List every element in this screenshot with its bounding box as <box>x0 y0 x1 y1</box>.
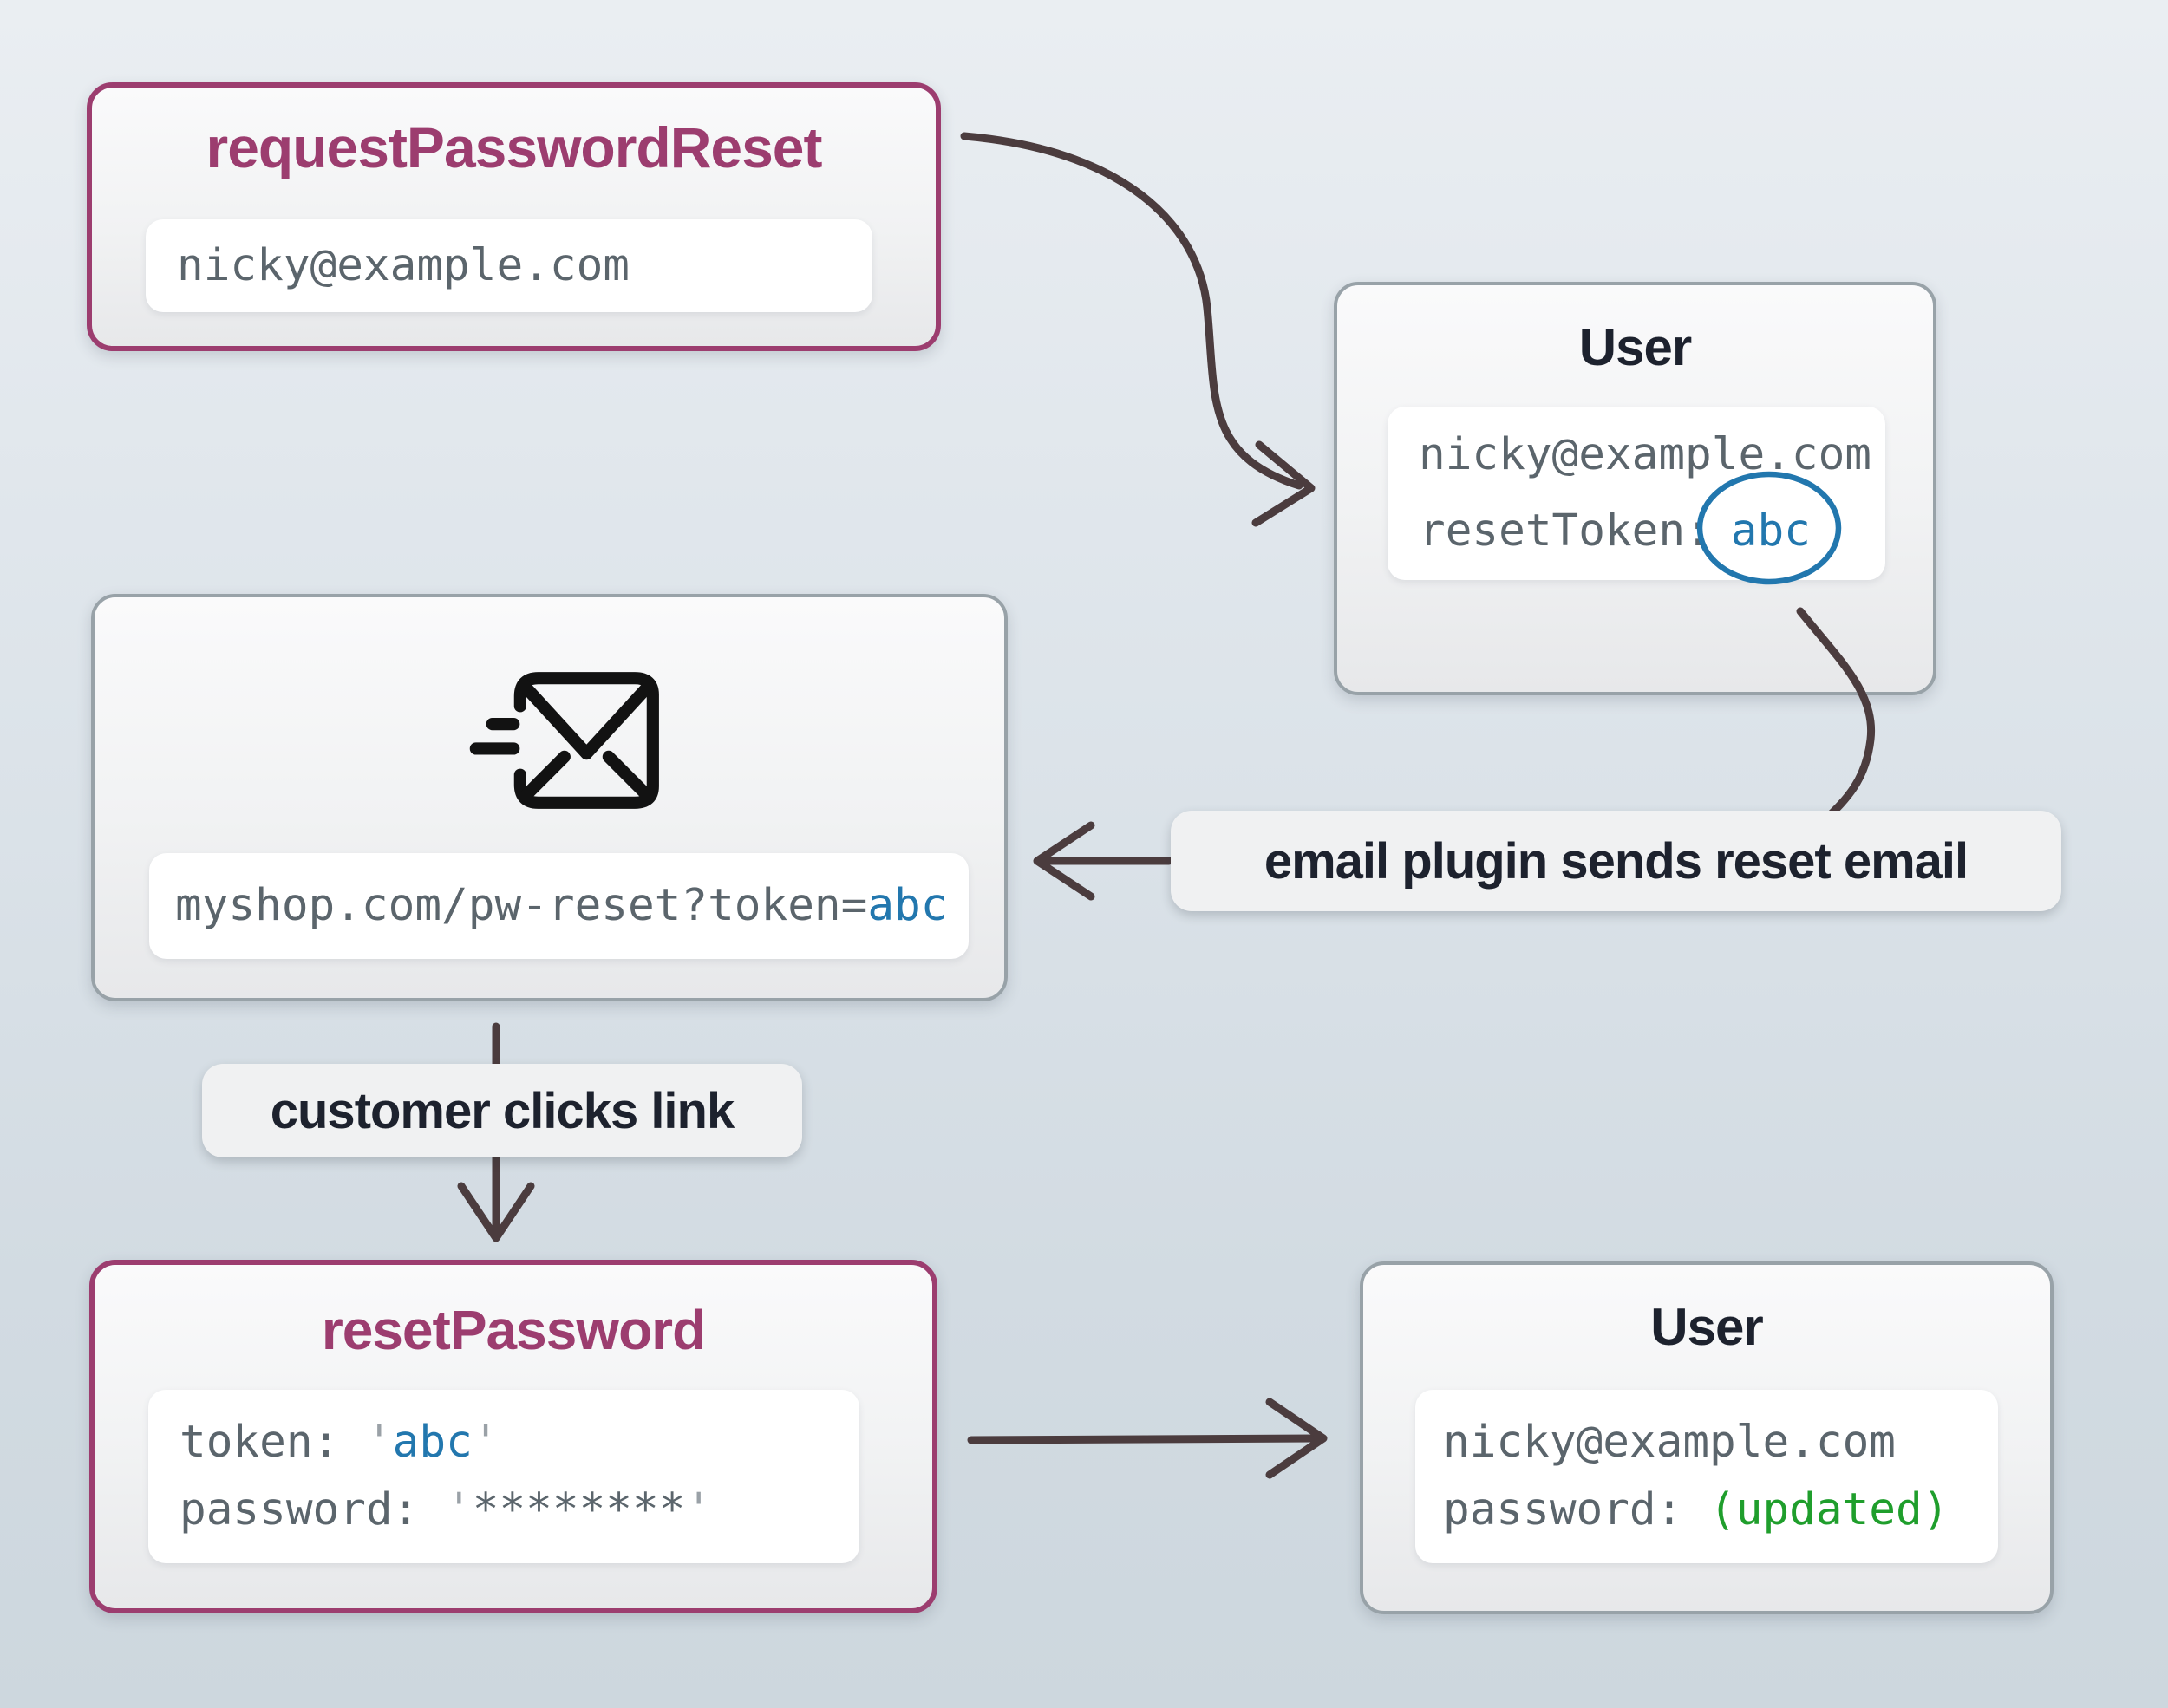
send-email-icon <box>469 672 659 809</box>
reset-url-prefix: myshop.com/pw-reset?token= <box>175 880 868 931</box>
reset-token-label: resetToken: <box>1419 505 1712 557</box>
password-label: password: <box>1443 1484 1710 1535</box>
token-value: abc <box>392 1417 473 1468</box>
user-bottom-title: User <box>1650 1297 1763 1356</box>
arrow-request-to-user <box>960 132 1316 527</box>
open-quote: ' <box>365 1417 393 1468</box>
user-top-email: nicky@example.com <box>1419 429 1871 480</box>
arrow-label-to-email <box>1033 821 1173 901</box>
reset-password-args: token: 'abc' password: '********' <box>148 1390 859 1563</box>
customer-clicks-label: customer clicks link <box>202 1064 802 1157</box>
reset-url-field: myshop.com/pw-reset?token=abc <box>149 853 969 959</box>
password-updated-value: (updated) <box>1709 1484 1949 1535</box>
password-updated-line: password: (updated) <box>1443 1477 1998 1544</box>
email-message-box: myshop.com/pw-reset?token=abc <box>91 594 1008 1001</box>
token-label: token: <box>180 1417 366 1468</box>
user-box-bottom: User nicky@example.com password: (update… <box>1360 1261 2054 1614</box>
reset-token-line: resetToken: abc <box>1419 493 1885 570</box>
email-field: nicky@example.com <box>146 219 872 312</box>
arrow-reset-to-user <box>967 1398 1328 1479</box>
reset-url: myshop.com/pw-reset?token=abc <box>175 872 969 940</box>
token-line: token: 'abc' <box>180 1409 859 1477</box>
reset-token-value: abc <box>1730 505 1811 557</box>
reset-url-token: abc <box>867 880 948 931</box>
user-bottom-record: nicky@example.com password: (updated) <box>1415 1390 1998 1563</box>
request-password-reset-box: requestPasswordReset nicky@example.com <box>87 82 941 351</box>
reset-password-box: resetPassword token: 'abc' password: '**… <box>89 1260 937 1613</box>
reset-password-title: resetPassword <box>321 1299 706 1361</box>
close-quote: ' <box>472 1417 500 1468</box>
email-plugin-label: email plugin sends reset email <box>1171 811 2061 911</box>
password-stars: ******** <box>472 1484 686 1535</box>
user-bottom-email: nicky@example.com <box>1443 1417 1896 1468</box>
user-box-top: User nicky@example.com resetToken: abc <box>1334 282 1936 695</box>
user-top-record: nicky@example.com resetToken: abc <box>1388 407 1885 580</box>
user-top-title: User <box>1578 317 1692 376</box>
email-field-value: nicky@example.com <box>177 239 630 291</box>
request-password-reset-title: requestPasswordReset <box>206 115 823 179</box>
password-label: password: <box>180 1484 447 1535</box>
open-quote: ' <box>446 1484 473 1535</box>
close-quote: ' <box>685 1484 713 1535</box>
password-line: password: '********' <box>180 1477 859 1544</box>
